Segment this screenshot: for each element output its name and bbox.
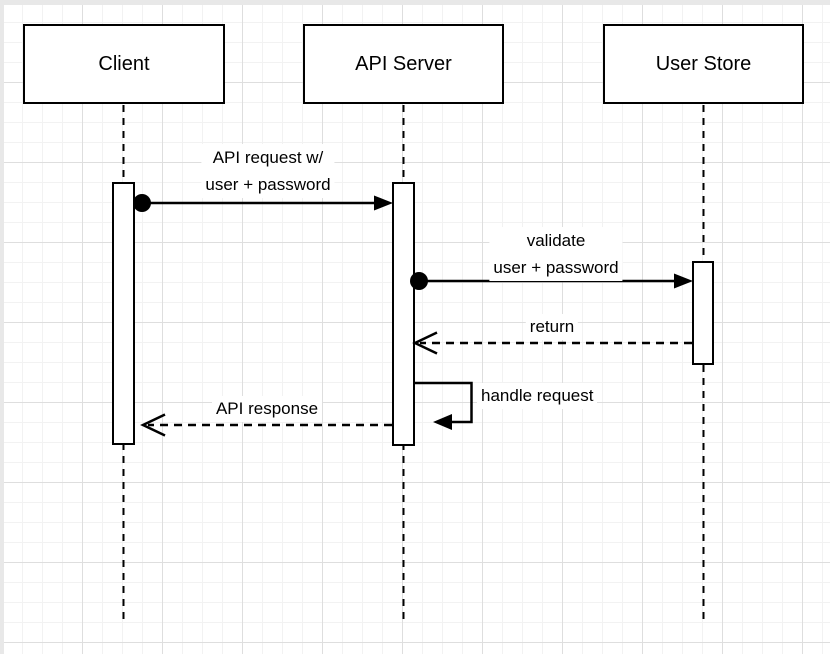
message-line[interactable] xyxy=(413,381,473,424)
filled-arrowhead-icon xyxy=(433,414,452,430)
open-arrowhead-icon xyxy=(140,413,166,437)
message-label-api-request[interactable]: API request w/ user + password xyxy=(201,144,335,198)
message-label-api-response[interactable]: API response xyxy=(211,396,323,422)
actor-box-api-server[interactable]: API Server xyxy=(303,24,504,104)
message-api-response[interactable] xyxy=(140,413,392,437)
actor-label-client: Client xyxy=(98,52,150,75)
actor-label-user-store: User Store xyxy=(655,52,752,75)
message-label-line1: validate xyxy=(526,231,586,250)
message-validate[interactable] xyxy=(410,272,693,290)
activation-bar-user-store[interactable] xyxy=(692,261,714,365)
activation-bar-client[interactable] xyxy=(112,182,135,445)
open-arrowhead-icon xyxy=(412,331,438,355)
actor-label-api-server: API Server xyxy=(355,52,452,75)
actor-box-client[interactable]: Client xyxy=(23,24,225,104)
actor-box-user-store[interactable]: User Store xyxy=(603,24,804,104)
filled-arrowhead-icon xyxy=(674,273,693,289)
message-label-line1: API request w/ xyxy=(212,148,324,167)
message-api-request[interactable] xyxy=(133,194,393,212)
message-label-line2: user + password xyxy=(493,258,619,277)
message-handle-request[interactable] xyxy=(413,381,473,430)
message-label-validate[interactable]: validate user + password xyxy=(489,227,623,281)
activation-bar-api-server[interactable] xyxy=(392,182,415,446)
message-label-line2: user + password xyxy=(205,175,331,194)
canvas-edge-left xyxy=(0,0,4,654)
message-return[interactable] xyxy=(412,331,692,355)
message-label-handle-request[interactable]: handle request xyxy=(477,383,598,409)
filled-arrowhead-icon xyxy=(374,195,393,211)
canvas-edge-top xyxy=(0,0,830,5)
message-label-return[interactable]: return xyxy=(525,314,579,340)
